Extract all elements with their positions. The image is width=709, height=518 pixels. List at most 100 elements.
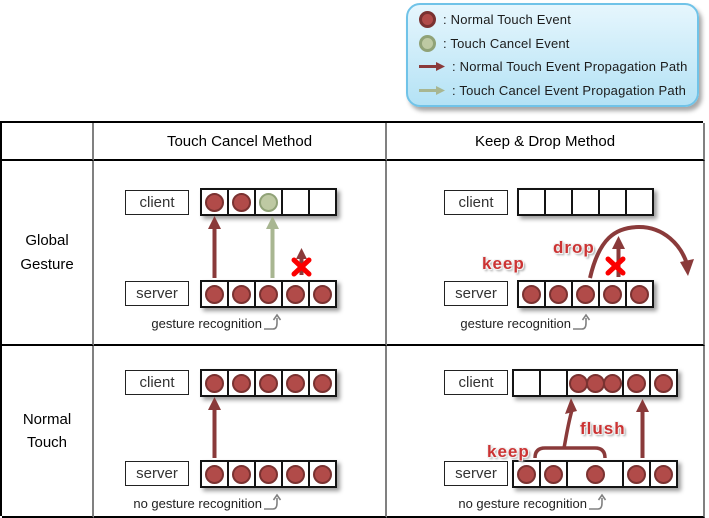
normal-touch-event-dot [576,284,595,304]
caption: no gesture recognition [102,493,284,511]
legend-label: : Touch Cancel Event [443,35,570,51]
column-header-keep-drop: Keep & Drop Method [387,123,705,161]
normal-touch-event-dot [232,464,251,484]
legend-row: : Normal Touch Event [419,9,691,30]
normal-touch-event-dot [603,284,622,304]
queue-cell [227,460,256,488]
queue-cell [649,369,678,397]
client-event-queue [200,369,337,397]
queue-cell [598,280,627,308]
server-label-box: server [444,281,508,306]
normal-touch-event-dot [627,373,646,393]
caption-text: gesture recognition [460,316,571,331]
client-event-queue [517,188,654,216]
normal-touch-event-dot [313,373,332,393]
queue-cell [308,280,337,308]
drop-action-label: drop [553,238,595,257]
server-event-queue [200,280,337,308]
queue-cell [308,188,337,216]
normal-touch-event-dot [205,464,224,484]
legend-row: : Normal Touch Event Propagation Path [419,57,691,78]
queue-cell [625,280,654,308]
pointer-arrow-icon [264,493,282,510]
queue-cell [227,280,256,308]
queue-cell [512,369,541,397]
queue-cell [254,369,283,397]
queue-cell [308,460,337,488]
queue-cell [517,280,546,308]
normal-touch-event-dot [627,464,646,484]
queue-cell [254,188,283,216]
normal-touch-event-dot [585,464,605,484]
queue-cell [281,280,310,308]
pointer-arrow-icon [264,313,282,330]
normal-touch-event-dot [602,373,622,393]
caption: gesture recognition [407,313,593,331]
server-label-box: server [125,281,189,306]
diagram-global-gesture-touch-cancel: client server gesture recognition [94,161,387,346]
drop-arc-arrow [588,224,689,279]
row-header-global-gesture: Global Gesture [2,161,94,346]
normal-touch-event-dot [517,464,536,484]
client-label-box: client [444,370,508,395]
diagram-global-gesture-keep-drop: client server keep drop gesture recognit… [387,161,705,346]
normal-touch-event-dot [544,464,563,484]
queue-cell [544,280,573,308]
normal-touch-event-dot [232,192,251,212]
queue-cell [281,460,310,488]
legend-label: : Normal Touch Event [443,11,572,27]
queue-cell [200,369,229,397]
caption: no gesture recognition [417,493,609,511]
client-label-box: client [125,370,189,395]
normal-touch-event-dot [259,284,278,304]
queue-cell [566,460,624,488]
legend-box: : Normal Touch Event : Touch Cancel Even… [406,3,699,107]
queue-cell [281,188,310,216]
normal-touch-event-dot [654,373,673,393]
normal-touch-event-dot [286,464,305,484]
queue-cell [622,460,651,488]
pointer-arrow-icon [573,313,591,330]
queue-cell [517,188,546,216]
flush-stem [562,409,574,449]
normal-touch-event-dot [286,284,305,304]
normal-touch-event-dot [205,284,224,304]
normal-touch-event-dot [205,192,224,212]
normal-touch-event-dot [259,373,278,393]
normal-touch-propagation-icon [419,62,445,72]
normal-touch-event-dot [630,284,649,304]
queue-cell [200,188,229,216]
caption-text: gesture recognition [151,316,262,331]
queue-cell [649,460,678,488]
touch-cancel-event-icon [419,34,436,52]
queue-cell [254,460,283,488]
queue-cell [598,188,627,216]
normal-touch-event-dot [549,284,568,304]
keep-brace [533,446,607,459]
diagram-normal-touch-keep-drop: client server keep flush no gesture reco… [387,346,705,518]
touch-cancel-propagation-icon [419,86,445,96]
queue-cell [544,188,573,216]
legend-label: : Normal Touch Event Propagation Path [452,59,688,75]
normal-touch-event-dot [313,284,332,304]
queue-cell [227,369,256,397]
queue-cell [200,460,229,488]
caption-text: no gesture recognition [458,496,587,511]
caption: gesture recognition [102,313,284,331]
legend-row: : Touch Cancel Event Propagation Path [419,80,691,101]
flush-action-label: flush [580,419,626,438]
normal-touch-event-dot [654,464,673,484]
pointer-arrow-icon [589,493,607,510]
queue-cell [539,369,568,397]
server-event-queue [512,460,678,488]
caption-text: no gesture recognition [133,496,262,511]
blocked-x-icon [605,256,626,276]
touch-cancel-event-dot [259,192,278,212]
diagram-normal-touch-touch-cancel: client server no gesture recognition [94,346,387,518]
keep-action-label: keep [487,442,530,461]
normal-touch-event-dot [259,464,278,484]
server-event-queue [200,460,337,488]
client-event-queue [512,369,678,397]
legend-row: : Touch Cancel Event [419,33,691,54]
normal-touch-event-icon [419,10,436,28]
